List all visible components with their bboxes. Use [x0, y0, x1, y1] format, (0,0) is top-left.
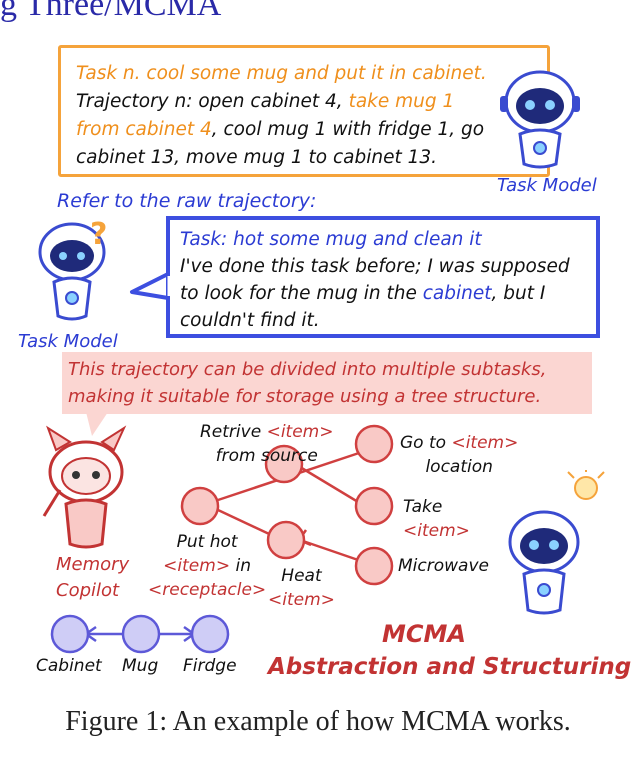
svg-text:?: ?: [90, 217, 107, 252]
hot-task-line: Task: hot some mug and clean it: [180, 229, 482, 250]
copilot-message-box: [62, 352, 592, 414]
mcma-subtitle: Abstraction and Structuring: [268, 654, 632, 680]
label-goto: Go to <item> location: [400, 433, 519, 477]
mcma-title: MCMA: [382, 620, 466, 648]
task-model-robot-icon: [500, 70, 580, 169]
copilot-line-2: making it suitable for storage using a t…: [68, 386, 542, 407]
tree-node-put-hot: [180, 486, 220, 526]
label-fridge: Firdge: [183, 656, 237, 676]
tree-node-microwave: [354, 546, 394, 586]
copilot-message-text: This trajectory can be divided into mult…: [68, 356, 546, 410]
tree-node-take: [354, 486, 394, 526]
label-retrive: Retrive <item> from source: [200, 422, 334, 466]
memory-copilot-label: Memory Copilot: [56, 554, 130, 601]
refer-raw-trajectory-text: Refer to the raw trajectory:: [57, 190, 317, 212]
subtask-tree: [50, 424, 394, 654]
tree-node-goto: [354, 424, 394, 464]
speech-bubble-frame: [130, 216, 600, 338]
trajectory-line-4: cabinet 13, move mug 1 to cabinet 13.: [76, 147, 438, 168]
trajectory-line-2: Trajectory n: open cabinet 4, take mug 1: [76, 91, 455, 112]
label-mug: Mug: [122, 656, 159, 676]
speech-line-2: I've done this task before; I was suppos…: [180, 256, 570, 277]
graph-node-fridge: [190, 614, 230, 654]
confused-robot-icon: ?: [38, 217, 107, 321]
speech-line-4: couldn't find it.: [180, 310, 320, 331]
trajectory-line-3: from cabinet 4, cool mug 1 with fridge 1…: [76, 119, 485, 140]
graph-node-cabinet: [50, 614, 90, 654]
header-title-fragment: g Three/MCMA: [0, 0, 222, 23]
label-heat: Heat <item>: [268, 566, 335, 610]
label-put-hot: Put hot <item> in <receptacle>: [148, 532, 267, 600]
task-trajectory-text: Task n. cool some mug and put it in cabi…: [76, 60, 487, 172]
label-microwave: Microwave: [398, 556, 489, 576]
idea-robot-icon: [508, 470, 605, 615]
speech-line-3: to look for the mug in the cabinet, but …: [180, 283, 546, 304]
copilot-line-1: This trajectory can be divided into mult…: [68, 359, 547, 380]
tree-node-retrive: [264, 444, 304, 484]
copilot-pointer: [86, 412, 108, 436]
label-take: Take <item>: [403, 497, 470, 541]
speech-bubble-text: Task: hot some mug and clean it I've don…: [180, 226, 570, 334]
task-model-label: Task Model: [497, 175, 597, 196]
label-cabinet: Cabinet: [36, 656, 102, 676]
memory-copilot-robot-icon: [42, 425, 127, 549]
graph-node-mug: [121, 614, 161, 654]
task-model-label-2: Task Model: [18, 331, 118, 352]
task-line: Task n. cool some mug and put it in cabi…: [76, 63, 487, 84]
figure-caption: Figure 1: An example of how MCMA works.: [65, 706, 571, 737]
tree-node-heat: [266, 520, 306, 560]
